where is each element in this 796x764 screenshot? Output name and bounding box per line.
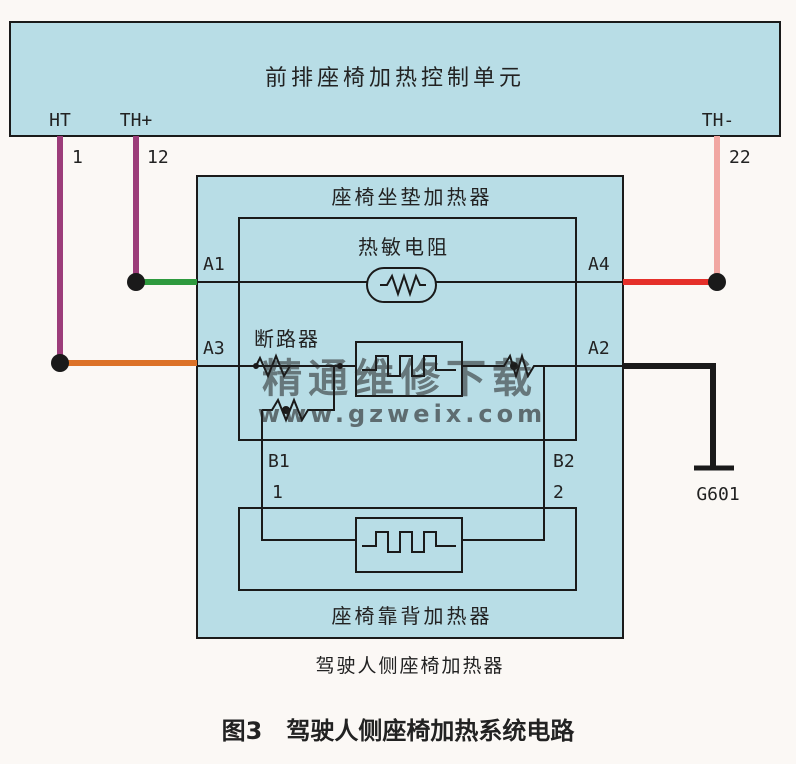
backrest-heating-element bbox=[355, 517, 463, 573]
wire-th-minus-pin-number: 22 bbox=[729, 147, 751, 168]
thermistor-label: 热敏电阻 bbox=[358, 235, 450, 259]
thermistor-symbol bbox=[366, 267, 437, 303]
splice-th-plus bbox=[127, 273, 145, 291]
wire-ht-pin-number: 1 bbox=[72, 147, 83, 168]
figure-caption: 图3 驾驶人侧座椅加热系统电路 bbox=[222, 717, 576, 745]
watermark-chinese: 精通维修下载 bbox=[262, 356, 538, 402]
breaker-label: 断路器 bbox=[254, 327, 320, 351]
splice-th-minus bbox=[708, 273, 726, 291]
connector-a2-label: A2 bbox=[588, 338, 610, 359]
splice-ht bbox=[51, 354, 69, 372]
connector-a3-label: A3 bbox=[203, 338, 225, 359]
control-unit-box bbox=[9, 21, 781, 137]
a2-resistor-node bbox=[510, 362, 518, 370]
pin-ht-label: HT bbox=[49, 110, 71, 131]
wire-th-plus-pin-number: 12 bbox=[147, 147, 169, 168]
control-unit: 前排座椅加热控制单元 HT TH+ TH- bbox=[9, 21, 781, 137]
driver-seat-heater-label: 驾驶人侧座椅加热器 bbox=[315, 655, 504, 677]
a2-resistor-symbol bbox=[498, 352, 544, 380]
backrest-pin-2-label: 2 bbox=[553, 482, 564, 503]
control-unit-title: 前排座椅加热控制单元 bbox=[265, 66, 525, 91]
wire-a2-ground-black bbox=[623, 363, 716, 466]
connector-b2-label: B2 bbox=[553, 451, 575, 472]
pin-th-minus-label: TH- bbox=[702, 110, 735, 131]
seat-cushion-heater-title: 座椅坐垫加热器 bbox=[332, 185, 493, 209]
seat-cushion-heater-frame bbox=[238, 217, 577, 441]
seat-back-heater-title: 座椅靠背加热器 bbox=[332, 604, 493, 628]
breaker-symbol bbox=[253, 353, 343, 423]
ground-g601-label: G601 bbox=[696, 484, 739, 505]
backrest-pin-1-label: 1 bbox=[272, 482, 283, 503]
harness-wires bbox=[51, 136, 734, 471]
cushion-heating-element bbox=[355, 341, 463, 397]
pin-th-plus-label: TH+ bbox=[120, 110, 153, 131]
seat-back-heater-frame bbox=[238, 507, 577, 591]
connector-b1-label: B1 bbox=[268, 451, 290, 472]
connector-a1-label: A1 bbox=[203, 254, 225, 275]
internal-wiring bbox=[197, 281, 623, 541]
watermark-url: www.gzweix.com bbox=[258, 400, 546, 428]
connector-a4-label: A4 bbox=[588, 254, 610, 275]
